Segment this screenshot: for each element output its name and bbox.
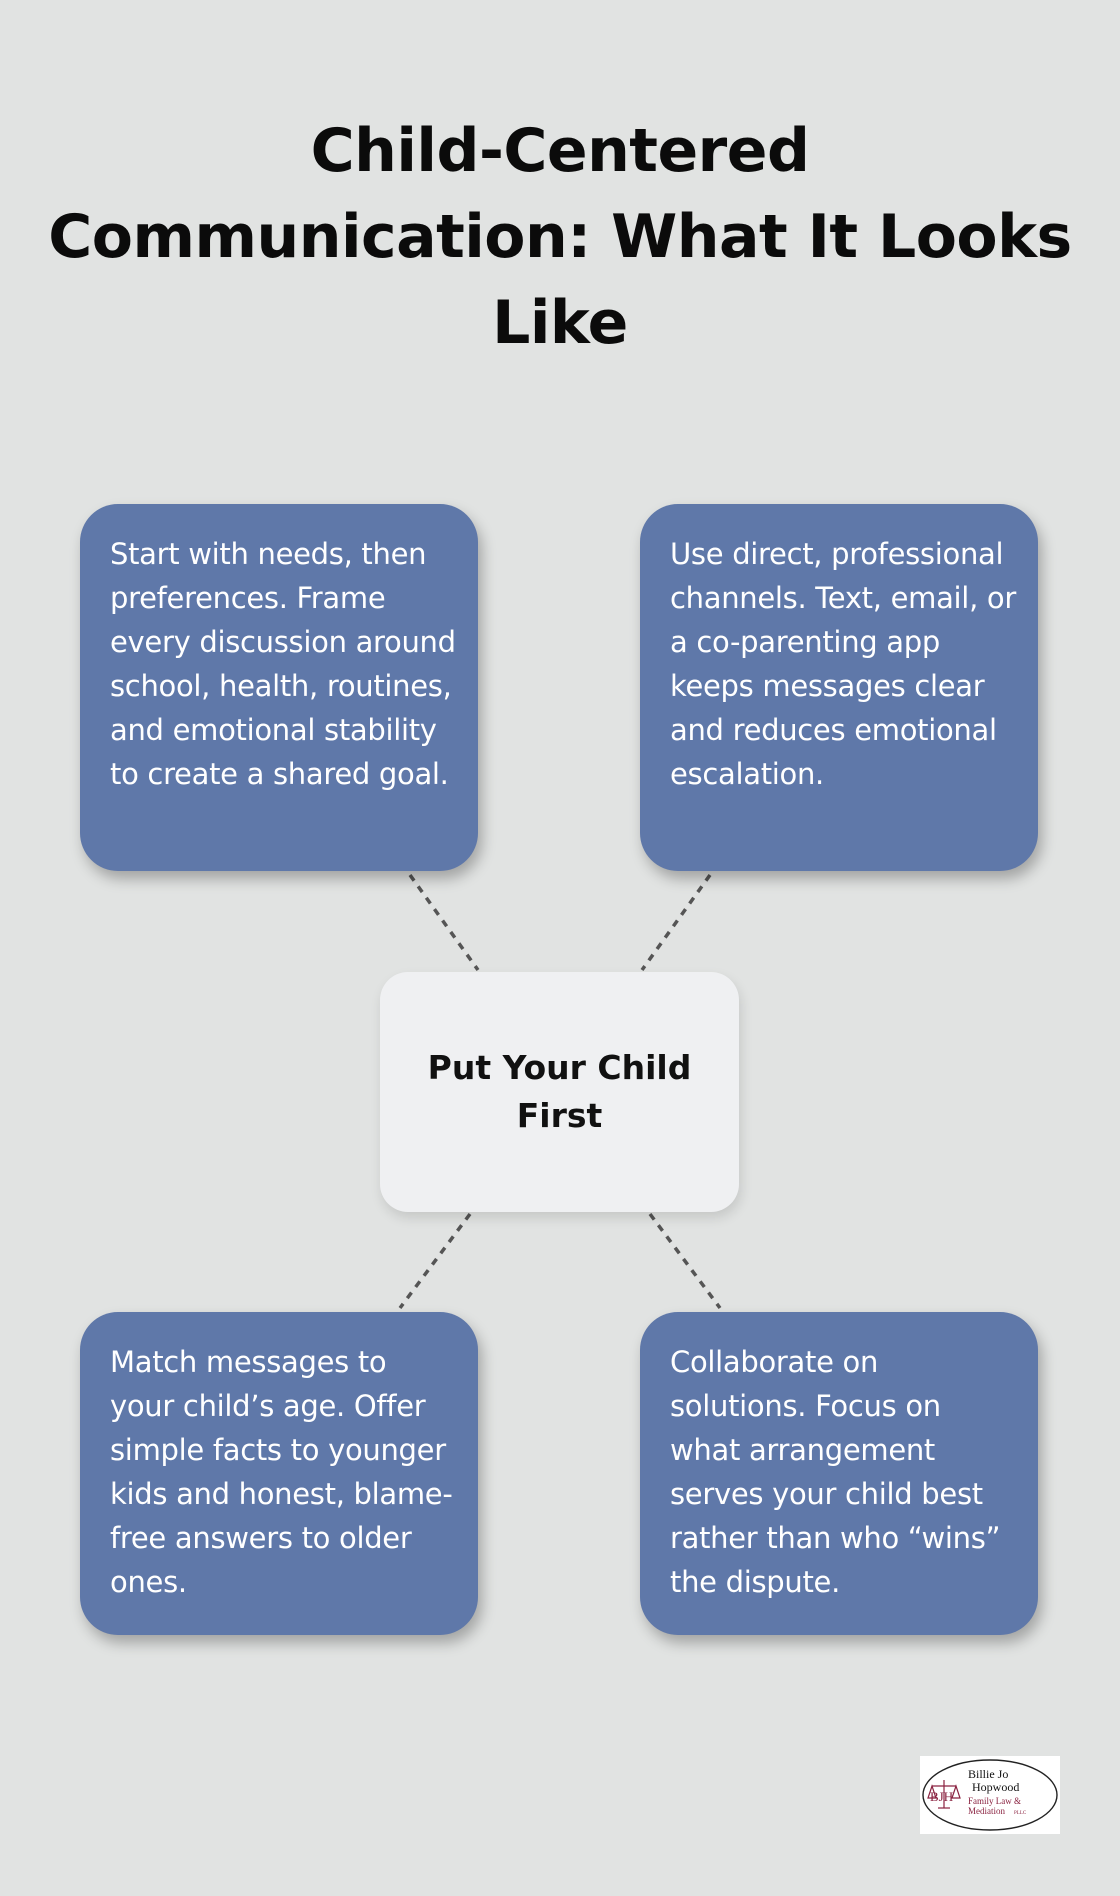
connector-bottom-left	[398, 1212, 472, 1310]
connector-top-left	[408, 873, 480, 972]
card-match-messages: Match messages to your child’s age. Offe…	[80, 1312, 478, 1635]
card-start-with-needs: Start with needs, then preferences. Fram…	[80, 504, 478, 871]
page-title: Child-Centered Communication: What It Lo…	[48, 116, 1072, 358]
logo-line1: Billie Jo	[968, 1767, 1008, 1781]
logo-suffix: PLLC	[1014, 1811, 1027, 1816]
card-text: Collaborate on solutions. Focus on what …	[670, 1345, 1001, 1599]
center-node: Put Your Child First	[380, 972, 739, 1212]
center-label: Put Your Child First	[427, 1048, 692, 1135]
logo-line3: Family Law &	[968, 1796, 1021, 1806]
logo-monogram: BJH	[930, 1789, 953, 1804]
card-direct-channels: Use direct, professional channels. Text,…	[640, 504, 1038, 871]
logo-line4: Mediation	[968, 1806, 1005, 1816]
scales-icon	[927, 1780, 961, 1809]
card-collaborate: Collaborate on solutions. Focus on what …	[640, 1312, 1038, 1635]
law-firm-logo: BJH Billie Jo Hopwood Family Law & Media…	[920, 1756, 1060, 1834]
logo-image: BJH Billie Jo Hopwood Family Law & Media…	[922, 1759, 1058, 1831]
connector-top-right	[640, 873, 712, 972]
logo-line2: Hopwood	[972, 1780, 1019, 1794]
card-text: Use direct, professional channels. Text,…	[670, 537, 1016, 791]
card-text: Match messages to your child’s age. Offe…	[110, 1345, 453, 1599]
connector-bottom-right	[648, 1212, 722, 1310]
card-text: Start with needs, then preferences. Fram…	[110, 537, 456, 791]
